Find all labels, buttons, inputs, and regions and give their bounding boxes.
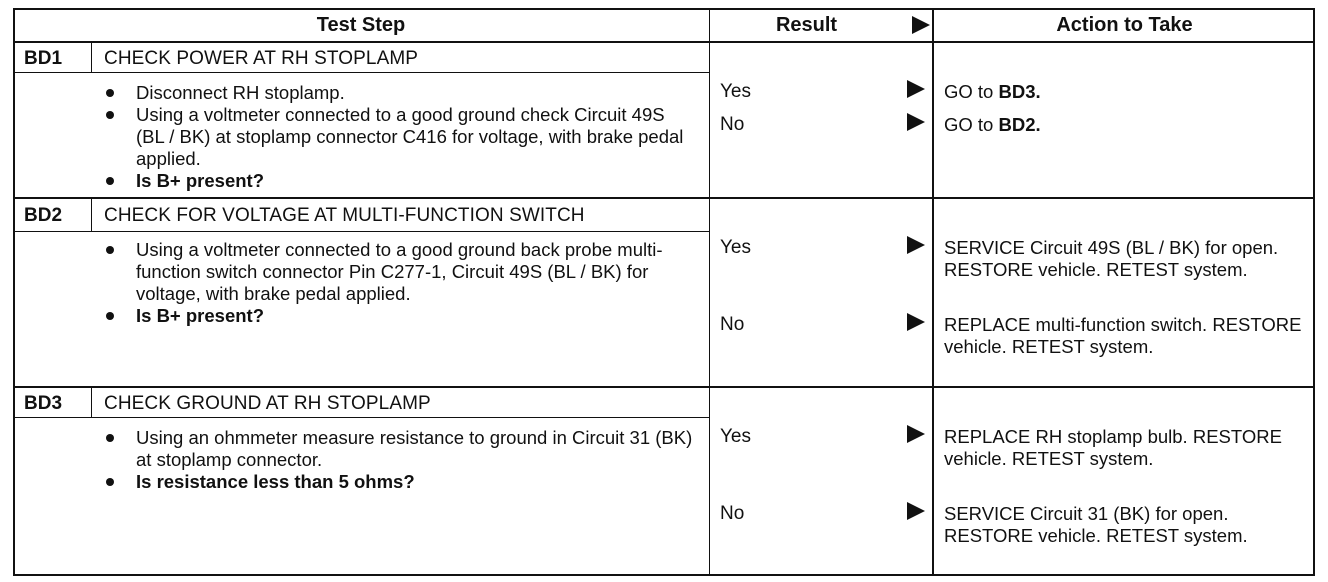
step-code: BD3 <box>24 393 63 414</box>
bullet-icon <box>106 312 114 320</box>
header-action: Action to Take <box>1056 14 1193 36</box>
code-column-divider-3 <box>91 387 92 418</box>
bullet-question: Is B+ present? <box>96 170 696 192</box>
bd2-title-divider <box>13 231 709 232</box>
header-arrow-icon <box>912 16 930 34</box>
header-test-step: Test Step <box>316 14 406 36</box>
code-column-divider-2 <box>91 198 92 232</box>
arrow-icon <box>907 113 925 131</box>
bullet-item: Using a voltmeter connected to a good gr… <box>96 104 696 170</box>
arrow-icon <box>907 313 925 331</box>
header-result: Result <box>775 14 838 36</box>
bullet-item: Using an ohmmeter measure resistance to … <box>96 427 696 471</box>
action-text: GO to BD3. <box>944 81 1041 102</box>
bullet-icon <box>106 177 114 185</box>
step-code: BD2 <box>24 205 63 226</box>
result-yes: Yes <box>720 237 751 258</box>
result-yes: Yes <box>720 426 751 447</box>
bd1-title-divider <box>13 72 709 73</box>
step-bullets: Using a voltmeter connected to a good gr… <box>96 239 706 327</box>
bd1-bottom-divider <box>13 197 1315 199</box>
action-text: REPLACE multi-function switch. RESTORE v… <box>944 314 1302 357</box>
result-no: No <box>720 503 745 524</box>
bullet-question: Is resistance less than 5 ohms? <box>96 471 696 493</box>
result-no: No <box>720 114 745 135</box>
step-title: CHECK FOR VOLTAGE AT MULTI-FUNCTION SWIT… <box>104 205 585 226</box>
action-text: REPLACE RH stoplamp bulb. RESTORE vehicl… <box>944 426 1282 469</box>
arrow-icon <box>907 425 925 443</box>
bullet-icon <box>106 111 114 119</box>
header-divider <box>13 41 1315 43</box>
bullet-icon <box>106 434 114 442</box>
step-code: BD1 <box>24 48 63 69</box>
step-bullets: Disconnect RH stoplamp. Using a voltmete… <box>96 82 696 192</box>
bullet-icon <box>106 246 114 254</box>
action-text: GO to BD2. <box>944 114 1041 135</box>
action-column-divider <box>932 8 934 576</box>
bullet-icon <box>106 478 114 486</box>
step-title: CHECK GROUND AT RH STOPLAMP <box>104 393 431 414</box>
bd2-bottom-divider <box>13 386 1315 388</box>
step-bullets: Using an ohmmeter measure resistance to … <box>96 427 696 493</box>
bd3-title-divider <box>13 417 709 418</box>
result-yes: Yes <box>720 81 751 102</box>
arrow-icon <box>907 80 925 98</box>
bullet-item: Using a voltmeter connected to a good gr… <box>96 239 706 305</box>
step-title: CHECK POWER AT RH STOPLAMP <box>104 48 419 69</box>
bullet-icon <box>106 89 114 97</box>
arrow-icon <box>907 502 925 520</box>
bullet-question: Is B+ present? <box>96 305 706 327</box>
action-text: SERVICE Circuit 31 (BK) for open. RESTOR… <box>944 503 1248 546</box>
diagnostic-table <box>13 8 1315 576</box>
code-column-divider-1 <box>91 42 92 73</box>
action-text: SERVICE Circuit 49S (BL / BK) for open. … <box>944 237 1279 280</box>
result-column-divider <box>709 8 710 576</box>
bullet-item: Disconnect RH stoplamp. <box>96 82 696 104</box>
result-no: No <box>720 314 745 335</box>
arrow-icon <box>907 236 925 254</box>
